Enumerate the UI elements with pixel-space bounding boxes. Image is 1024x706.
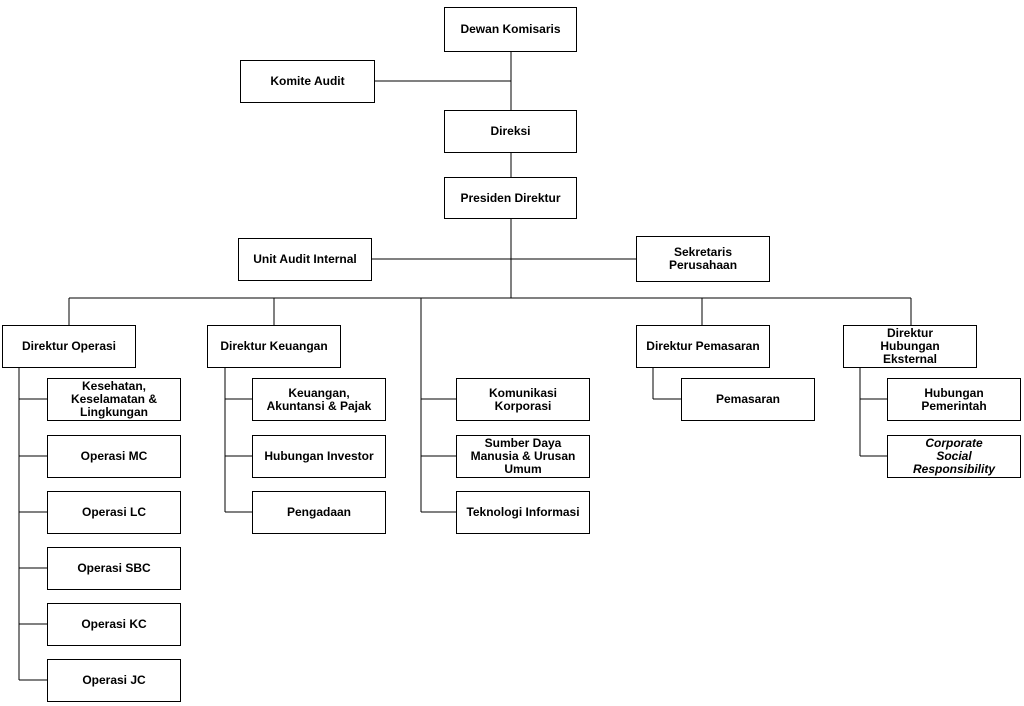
- node-hubungan-pemerintah: Hubungan Pemerintah: [887, 378, 1021, 421]
- node-operasi-jc: Operasi JC: [47, 659, 181, 702]
- node-keuangan-akuntansi-pajak: Keuangan, Akuntansi & Pajak: [252, 378, 386, 421]
- node-corporate-social-responsibility: Corporate Social Responsibility: [887, 435, 1021, 478]
- node-label: Dewan Komisaris: [460, 22, 561, 36]
- node-label: Direksi: [490, 124, 531, 138]
- node-label: Direktur Pemasaran: [646, 339, 760, 353]
- node-operasi-sbc: Operasi SBC: [47, 547, 181, 590]
- node-label: Direktur Hubungan Eksternal: [880, 326, 940, 366]
- node-unit-audit-internal: Unit Audit Internal: [238, 238, 372, 281]
- node-label: Operasi MC: [80, 449, 148, 463]
- node-label: Operasi SBC: [77, 561, 151, 575]
- node-label: Direktur Keuangan: [220, 339, 328, 353]
- node-label: Kesehatan, Keselamatan & Lingkungan: [70, 379, 158, 419]
- node-label: Komunikasi Korporasi: [488, 385, 557, 413]
- node-presiden-direktur: Presiden Direktur: [444, 177, 577, 219]
- node-label: Operasi JC: [82, 673, 146, 687]
- node-label: Hubungan Investor: [264, 449, 374, 463]
- node-teknologi-informasi: Teknologi Informasi: [456, 491, 590, 534]
- node-direktur-operasi: Direktur Operasi: [2, 325, 136, 368]
- node-operasi-lc: Operasi LC: [47, 491, 181, 534]
- node-operasi-mc: Operasi MC: [47, 435, 181, 478]
- node-label: Pengadaan: [286, 505, 352, 519]
- node-kesehatan-keselamatan-lingkungan: Kesehatan, Keselamatan & Lingkungan: [47, 378, 181, 421]
- node-label: Unit Audit Internal: [253, 252, 357, 266]
- node-komunikasi-korporasi: Komunikasi Korporasi: [456, 378, 590, 421]
- node-label: Teknologi Informasi: [466, 505, 580, 519]
- node-dewan-komisaris: Dewan Komisaris: [444, 7, 577, 52]
- node-direksi: Direksi: [444, 110, 577, 153]
- node-hubungan-investor: Hubungan Investor: [252, 435, 386, 478]
- node-direktur-pemasaran: Direktur Pemasaran: [636, 325, 770, 368]
- node-operasi-kc: Operasi KC: [47, 603, 181, 646]
- node-sdm-urusan-umum: Sumber Daya Manusia & Urusan Umum: [456, 435, 590, 478]
- node-pemasaran: Pemasaran: [681, 378, 815, 421]
- node-komite-audit: Komite Audit: [240, 60, 375, 103]
- node-label: Operasi LC: [81, 505, 147, 519]
- node-label: Hubungan Pemerintah: [921, 385, 987, 413]
- node-label: Pemasaran: [715, 392, 781, 406]
- node-label: Operasi KC: [81, 617, 147, 631]
- node-label: Sekretaris Perusahaan: [668, 245, 738, 272]
- node-label: Sumber Daya Manusia & Urusan Umum: [470, 436, 576, 476]
- node-label: Komite Audit: [270, 74, 345, 88]
- node-pengadaan: Pengadaan: [252, 491, 386, 534]
- node-label: Presiden Direktur: [460, 190, 561, 205]
- node-label: Corporate Social Responsibility: [912, 436, 995, 476]
- node-direktur-keuangan: Direktur Keuangan: [207, 325, 341, 368]
- node-sekretaris-perusahaan: Sekretaris Perusahaan: [636, 236, 770, 282]
- node-direktur-hubungan-eksternal: Direktur Hubungan Eksternal: [843, 325, 977, 368]
- node-label: Direktur Operasi: [21, 339, 117, 353]
- node-label: Keuangan, Akuntansi & Pajak: [266, 385, 372, 413]
